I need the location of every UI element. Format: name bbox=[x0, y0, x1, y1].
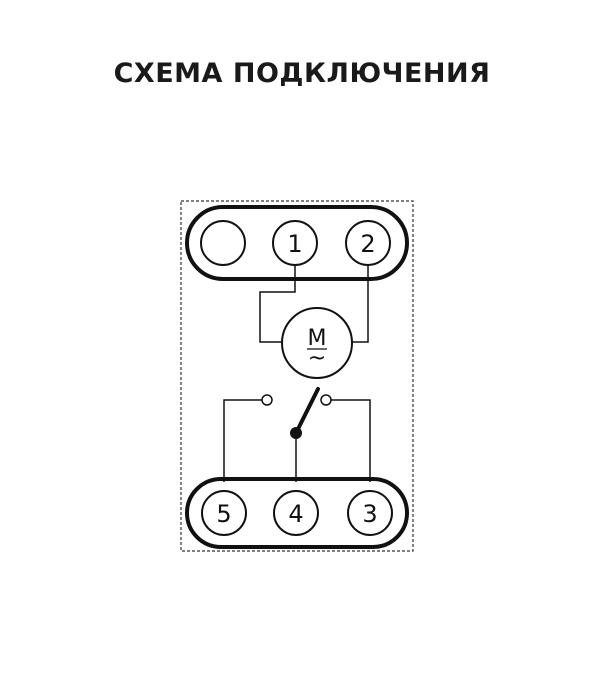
diagram-title: СХЕМА ПОДКЛЮЧЕНИЯ bbox=[113, 58, 491, 89]
housing-outline bbox=[180, 200, 414, 552]
bottom-terminal-block bbox=[185, 477, 409, 549]
wire-terminal-2-to-motor bbox=[348, 265, 369, 343]
motor-label: M bbox=[308, 326, 327, 351]
terminal-4 bbox=[273, 490, 319, 536]
terminal-2-label: 2 bbox=[360, 230, 375, 258]
motor-ac-symbol: ~ bbox=[308, 346, 326, 371]
switch-lever bbox=[294, 387, 320, 435]
wire-terminal-3-to-contact bbox=[331, 399, 371, 482]
wire-terminal-1-to-motor bbox=[259, 265, 296, 343]
top-terminal-block bbox=[185, 205, 409, 281]
switch-contact-right bbox=[320, 394, 332, 406]
switch-contact-left bbox=[261, 394, 273, 406]
terminal-4-label: 4 bbox=[288, 500, 303, 528]
terminal-5-label: 5 bbox=[216, 500, 231, 528]
terminal-1-label: 1 bbox=[287, 230, 302, 258]
switch-pivot bbox=[290, 427, 302, 439]
terminal-blank bbox=[200, 220, 246, 266]
terminal-5 bbox=[201, 490, 247, 536]
motor-symbol bbox=[281, 307, 353, 379]
terminal-3 bbox=[347, 490, 393, 536]
wire-terminal-5-to-contact bbox=[223, 399, 262, 482]
terminal-3-label: 3 bbox=[362, 500, 377, 528]
